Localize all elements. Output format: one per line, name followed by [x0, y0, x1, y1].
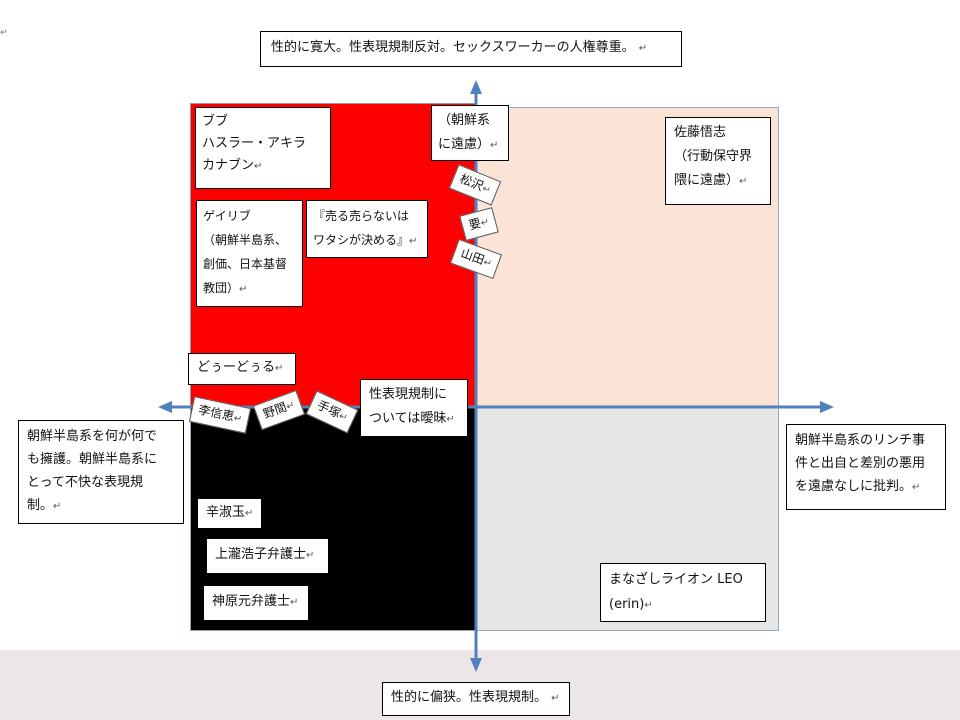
axis-arrow-down-icon — [470, 658, 482, 672]
box-kanbara: 神原元弁護士↵ — [203, 585, 309, 621]
axis-arrow-left-icon — [158, 401, 172, 413]
bottom-axis-label: 性的に偏狭。性表現規制。 ↵ — [382, 682, 570, 716]
box-geiribu: ゲイリブ （朝鮮半島系、 創価、日本基督 教団）↵ — [196, 200, 303, 307]
box-urerunai: 『売る売らないは ワタシが決める』↵ — [306, 200, 428, 258]
box-shin: 辛淑玉↵ — [197, 498, 262, 529]
top-axis-label: 性的に寛大。性表現規制反対。セックスワーカーの人権尊重。 ↵ — [260, 31, 682, 67]
right-axis-label: 朝鮮半島系のリンチ事 件と出自と差別の悪用 を遠慮なしに批判。↵ — [786, 424, 946, 510]
box-sato: 佐藤悟志 （行動保守界 隈に遠慮）↵ — [665, 117, 771, 205]
box-aimai: 性表現規制に ついては曖昧↵ — [360, 379, 468, 437]
box-manazashi: まなざしライオン LEO (erin)↵ — [600, 563, 766, 622]
box-chosenkei: （朝鮮系 に遠慮）↵ — [431, 105, 509, 161]
box-bubu: ブブ ハスラー・アキラ カナブン↵ — [195, 107, 331, 189]
left-axis-label: 朝鮮半島系を何が何で も擁護。朝鮮半島系に とって不快な表現規 制。↵ — [18, 420, 184, 524]
paragraph-mark: ↵ — [0, 28, 8, 38]
axis-arrow-up-icon — [470, 80, 482, 94]
box-kamitaki: 上瀧浩子弁護士↵ — [206, 538, 329, 574]
box-douu: どぅーどぅる↵ — [188, 353, 296, 385]
axis-arrow-right-icon — [820, 401, 834, 413]
